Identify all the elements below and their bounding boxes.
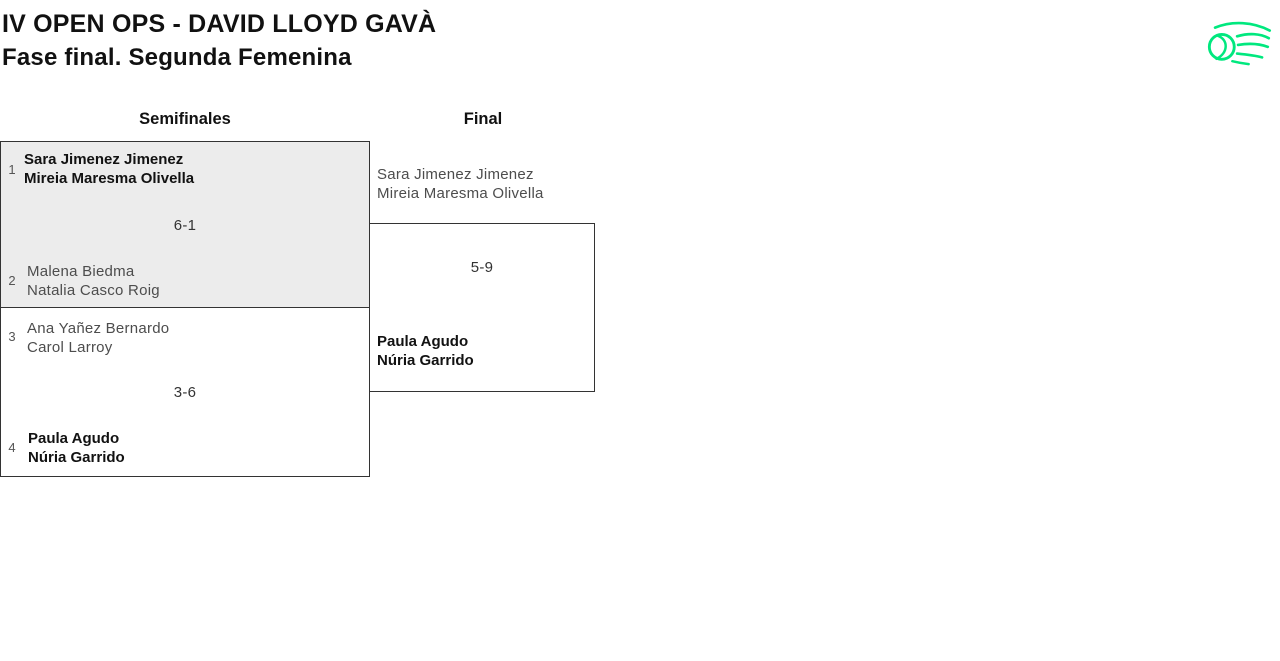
team-sf1-loser: Malena Biedma Natalia Casco Roig [27,262,160,300]
team-final-loser: Sara Jimenez Jimenez Mireia Maresma Oliv… [377,165,544,203]
player-name: Núria Garrido [28,449,125,466]
seed-number: 4 [8,440,16,455]
player-name: Ana Yañez Bernardo [27,320,170,337]
player-name: Malena Biedma [27,263,135,280]
match-box-semifinal-2[interactable] [0,307,370,477]
team-sf2-winner: Paula Agudo Núria Garrido [28,429,125,467]
seed-number: 1 [8,162,16,177]
round-header-final: Final [463,110,503,128]
team-final-winner: Paula Agudo Núria Garrido [377,332,474,370]
player-name: Núria Garrido [377,352,474,369]
page-subtitle: Fase final. Segunda Femenina [2,44,352,71]
player-name: Paula Agudo [28,430,120,447]
team-sf1-winner: Sara Jimenez Jimenez Mireia Maresma Oliv… [24,150,194,188]
tennis-ball-swoosh-icon [1207,21,1272,66]
player-name: Mireia Maresma Olivella [24,170,195,187]
player-name: Mireia Maresma Olivella [377,185,544,202]
player-name: Paula Agudo [377,333,469,350]
round-header-semifinals: Semifinales [139,110,231,128]
player-name: Sara Jimenez Jimenez [377,166,534,183]
match-score-semifinal-2: 3-6 [173,384,197,401]
match-score-semifinal-1: 6-1 [173,217,197,234]
player-name: Natalia Casco Roig [27,282,160,299]
player-name: Carol Larroy [27,339,113,356]
match-box-final[interactable] [369,223,595,392]
seed-number: 2 [8,273,16,288]
team-sf2-loser: Ana Yañez Bernardo Carol Larroy [27,319,169,357]
player-name: Sara Jimenez Jimenez [24,151,184,168]
page-title: IV OPEN OPS - DAVID LLOYD GAVÀ [2,10,437,38]
seed-number: 3 [8,329,16,344]
match-score-final: 5-9 [470,259,494,276]
